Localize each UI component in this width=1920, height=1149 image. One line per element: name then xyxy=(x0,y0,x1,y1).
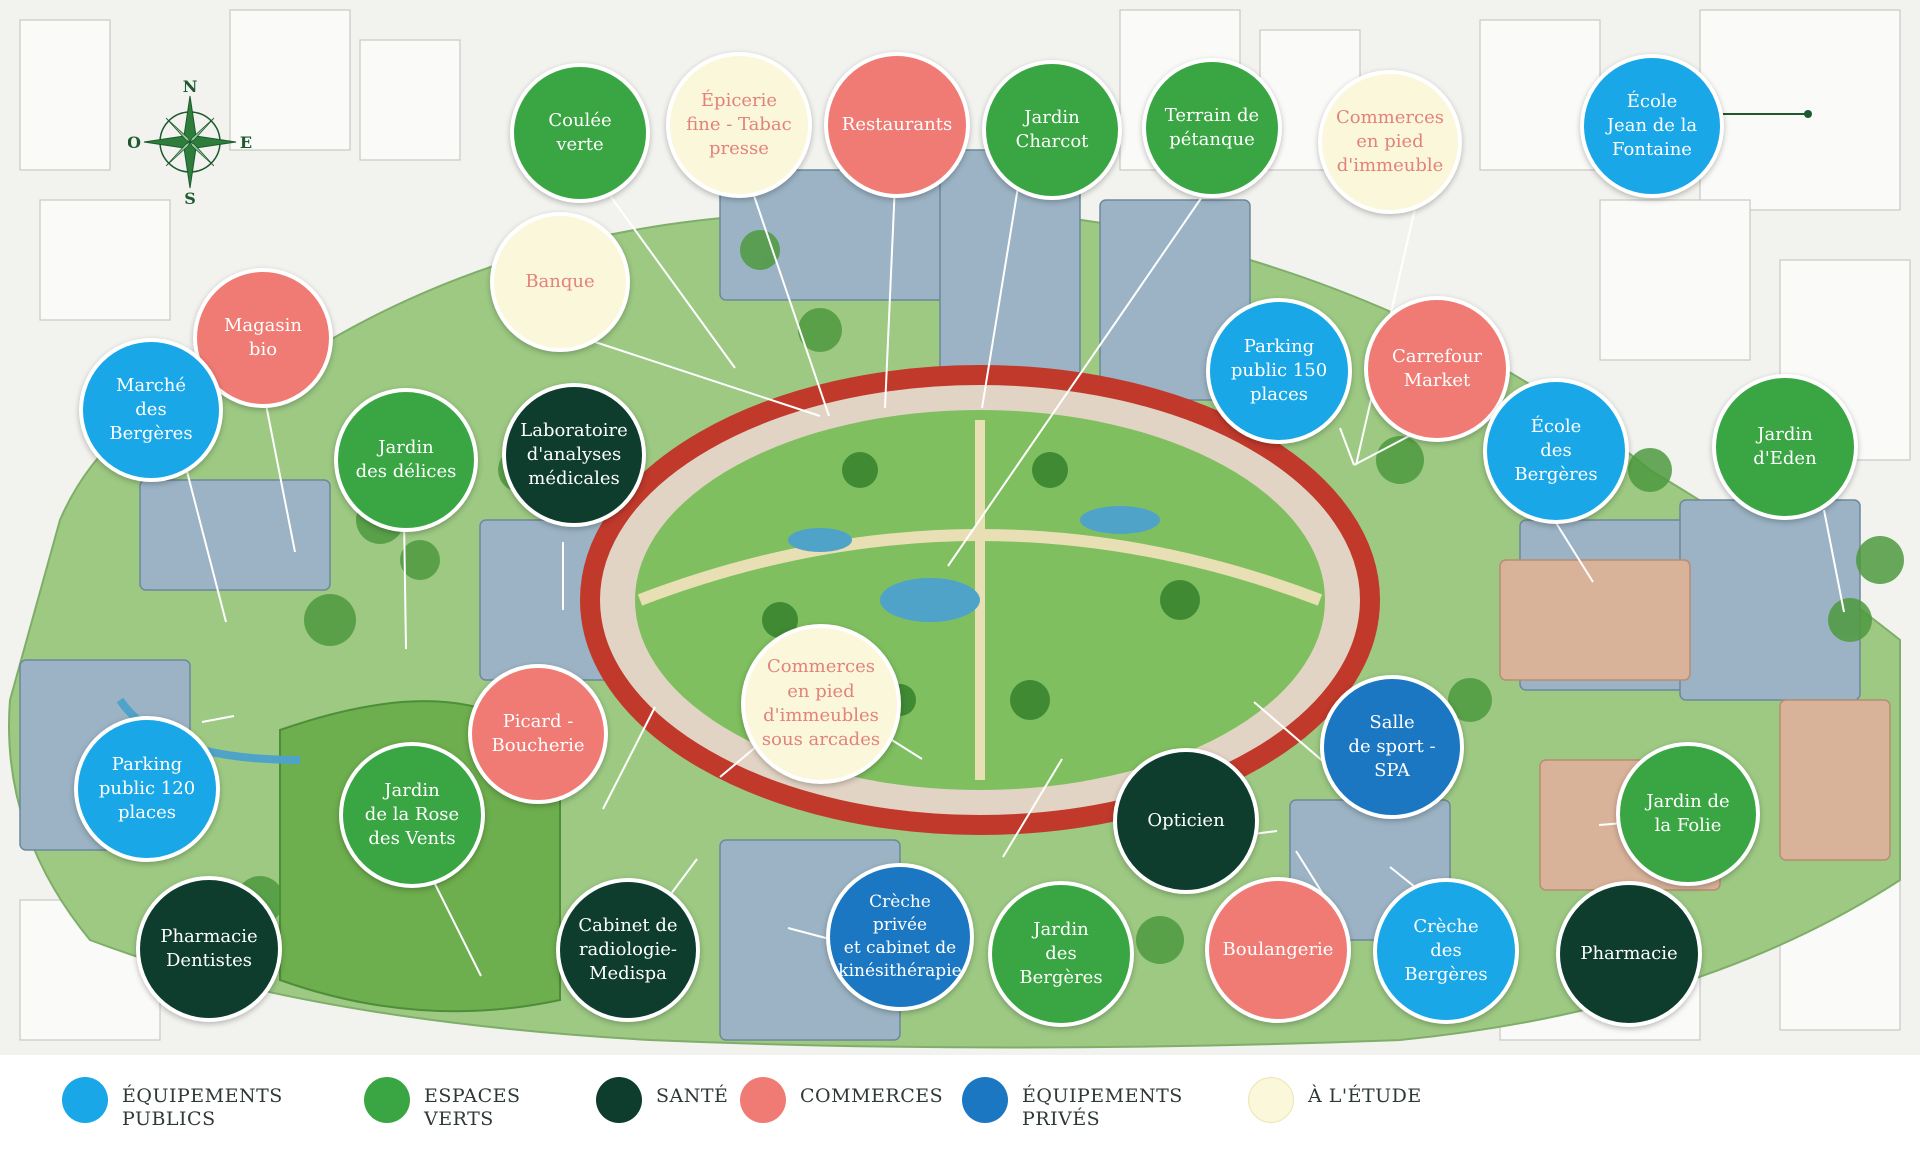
poi-parking-120-places[interactable]: Parking public 120 places xyxy=(74,716,220,862)
legend-item-equipements-publics: ÉQUIPEMENTS PUBLICS xyxy=(62,1077,283,1131)
poi-jardin-charcot[interactable]: Jardin Charcot xyxy=(982,60,1122,200)
poi-terrain-petanque[interactable]: Terrain de pétanque xyxy=(1142,58,1282,198)
legend-swatch-etude xyxy=(1248,1077,1294,1123)
poi-creche-des-bergeres[interactable]: Crèche des Bergères xyxy=(1373,878,1519,1024)
poi-magasin-bio[interactable]: Magasin bio xyxy=(193,268,333,408)
poi-jardin-des-delices[interactable]: Jardin des délices xyxy=(334,388,478,532)
poi-epicerie-tabac[interactable]: Épicerie fine - Tabac presse xyxy=(666,52,812,198)
legend-item-sante: SANTÉ xyxy=(596,1077,728,1123)
poi-salle-de-sport-spa[interactable]: Salle de sport - SPA xyxy=(1320,675,1464,819)
poi-banque[interactable]: Banque xyxy=(490,212,630,352)
poi-parking-150-places[interactable]: Parking public 150 places xyxy=(1206,298,1352,444)
legend-swatch-sante xyxy=(596,1077,642,1123)
poi-cabinet-radiologie[interactable]: Cabinet de radiologie- Medispa xyxy=(556,878,700,1022)
poi-commerces-pied-immeuble[interactable]: Commerces en pied d'immeuble xyxy=(1318,70,1462,214)
legend: ÉQUIPEMENTS PUBLICS ESPACES VERTS SANTÉ … xyxy=(0,1055,1920,1149)
legend-swatch-commerce xyxy=(740,1077,786,1123)
poi-commerces-sous-arcades[interactable]: Commerces en pied d'immeubles sous arcad… xyxy=(741,624,901,784)
legend-label: ESPACES VERTS xyxy=(424,1085,521,1130)
legend-item-a-letude: À L'ÉTUDE xyxy=(1248,1077,1422,1123)
legend-label: ÉQUIPEMENTS PUBLICS xyxy=(122,1085,283,1130)
poi-pharmacie-dentistes[interactable]: Pharmacie Dentistes xyxy=(136,876,282,1022)
legend-label: À L'ÉTUDE xyxy=(1308,1085,1422,1107)
legend-label: COMMERCES xyxy=(800,1085,944,1107)
poi-laboratoire-analyses[interactable]: Laboratoire d'analyses médicales xyxy=(502,383,646,527)
poi-jardin-eden[interactable]: Jardin d'Eden xyxy=(1712,374,1858,520)
poi-picard-boucherie[interactable]: Picard - Boucherie xyxy=(468,664,608,804)
poi-creche-privee-kine[interactable]: Crèche privée et cabinet de kinésithérap… xyxy=(826,863,974,1011)
poi-boulangerie[interactable]: Boulangerie xyxy=(1205,877,1351,1023)
poi-coulee-verte[interactable]: Coulée verte xyxy=(510,63,650,203)
poi-opticien[interactable]: Opticien xyxy=(1113,748,1259,894)
poi-marche-des-bergeres[interactable]: Marché des Bergères xyxy=(79,338,223,482)
legend-item-commerces: COMMERCES xyxy=(740,1077,943,1123)
poi-ecole-jean-de-la-fontaine[interactable]: École Jean de la Fontaine xyxy=(1580,54,1724,198)
poi-jardin-de-la-folie[interactable]: Jardin de la Folie xyxy=(1616,742,1760,886)
legend-swatch-prive xyxy=(962,1077,1008,1123)
legend-swatch-public xyxy=(62,1077,108,1123)
poi-ecole-des-bergeres[interactable]: École des Bergères xyxy=(1483,378,1629,524)
legend-item-espaces-verts: ESPACES VERTS xyxy=(364,1077,521,1131)
poi-jardin-des-bergeres[interactable]: Jardin des Bergères xyxy=(988,881,1134,1027)
compass-east: E xyxy=(240,133,252,152)
legend-label: ÉQUIPEMENTS PRIVÉS xyxy=(1022,1085,1183,1130)
compass-rose-icon: N E S O xyxy=(128,77,252,206)
poi-restaurants[interactable]: Restaurants xyxy=(824,52,970,198)
legend-item-equipements-prives: ÉQUIPEMENTS PRIVÉS xyxy=(962,1077,1183,1131)
legend-swatch-green xyxy=(364,1077,410,1123)
compass-west: O xyxy=(128,133,141,152)
compass-north: N xyxy=(183,77,198,96)
poi-pharmacie[interactable]: Pharmacie xyxy=(1556,881,1702,1027)
poi-jardin-rose-des-vents[interactable]: Jardin de la Rose des Vents xyxy=(339,742,485,888)
poi-carrefour-market[interactable]: Carrefour Market xyxy=(1364,296,1510,442)
legend-label: SANTÉ xyxy=(656,1085,729,1107)
compass-south: S xyxy=(184,189,196,206)
